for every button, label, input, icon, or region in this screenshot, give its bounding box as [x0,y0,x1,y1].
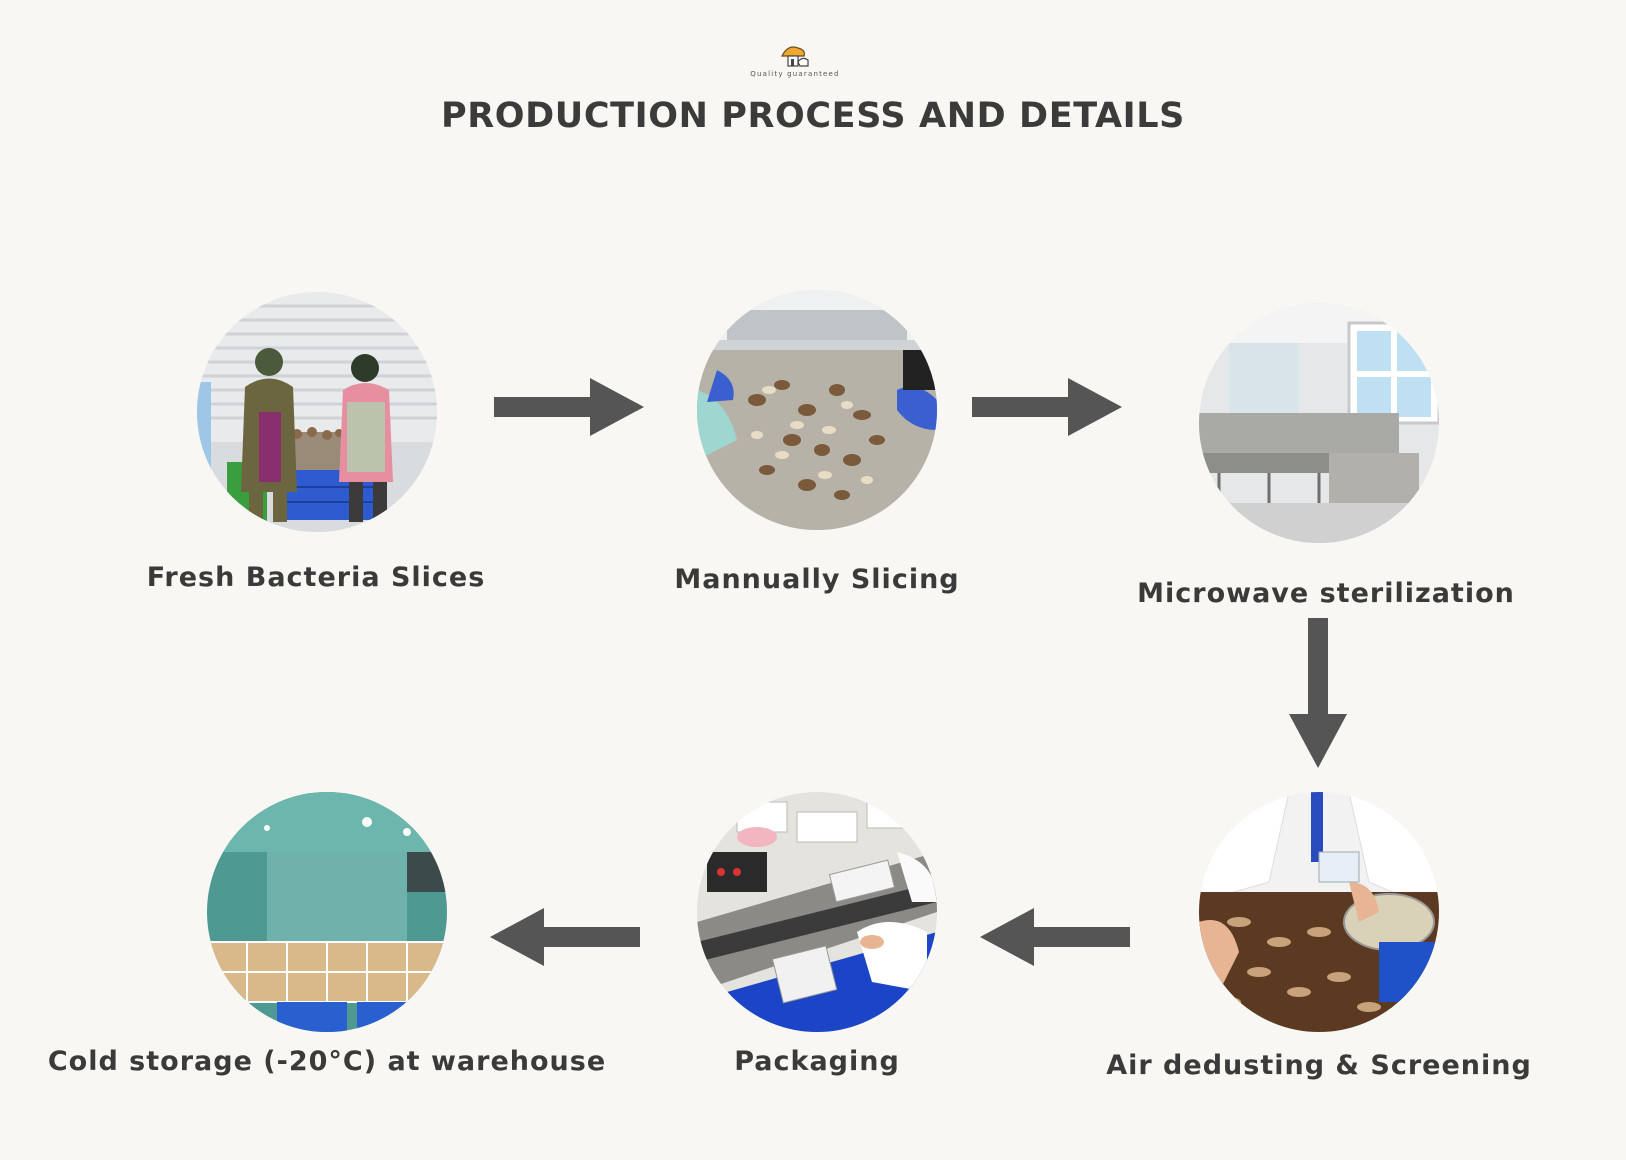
brand-logo: Quality guaranteed [748,44,842,78]
step-label-air-dedusting: Air dedusting & Screening [1106,1050,1532,1081]
step-photo-cold-storage [207,792,447,1032]
logo-tagline: Quality guaranteed [750,70,840,78]
arrow-left-icon [490,908,640,966]
step-label-packaging: Packaging [734,1046,900,1077]
step-label-microwave-sterilization: Microwave sterilization [1137,578,1515,609]
page-title: PRODUCTION PROCESS AND DETAILS [441,96,1185,136]
step-photo-air-dedusting [1199,792,1439,1032]
arrow-right-icon [972,378,1122,436]
step-label-cold-storage: Cold storage (-20°C) at warehouse [47,1046,607,1077]
step-photo-manual-slicing [697,290,937,530]
arrow-right-icon [494,378,644,436]
step-label-manual-slicing: Mannually Slicing [674,564,960,595]
step-photo-microwave-sterilization [1199,303,1439,543]
arrow-left-icon [980,908,1130,966]
mushroom-house-icon [781,46,809,67]
step-photo-fresh-slices [197,292,437,532]
arrow-down-icon [1289,618,1347,768]
step-photo-packaging [697,792,937,1032]
step-label-fresh-slices: Fresh Bacteria Slices [146,562,486,593]
